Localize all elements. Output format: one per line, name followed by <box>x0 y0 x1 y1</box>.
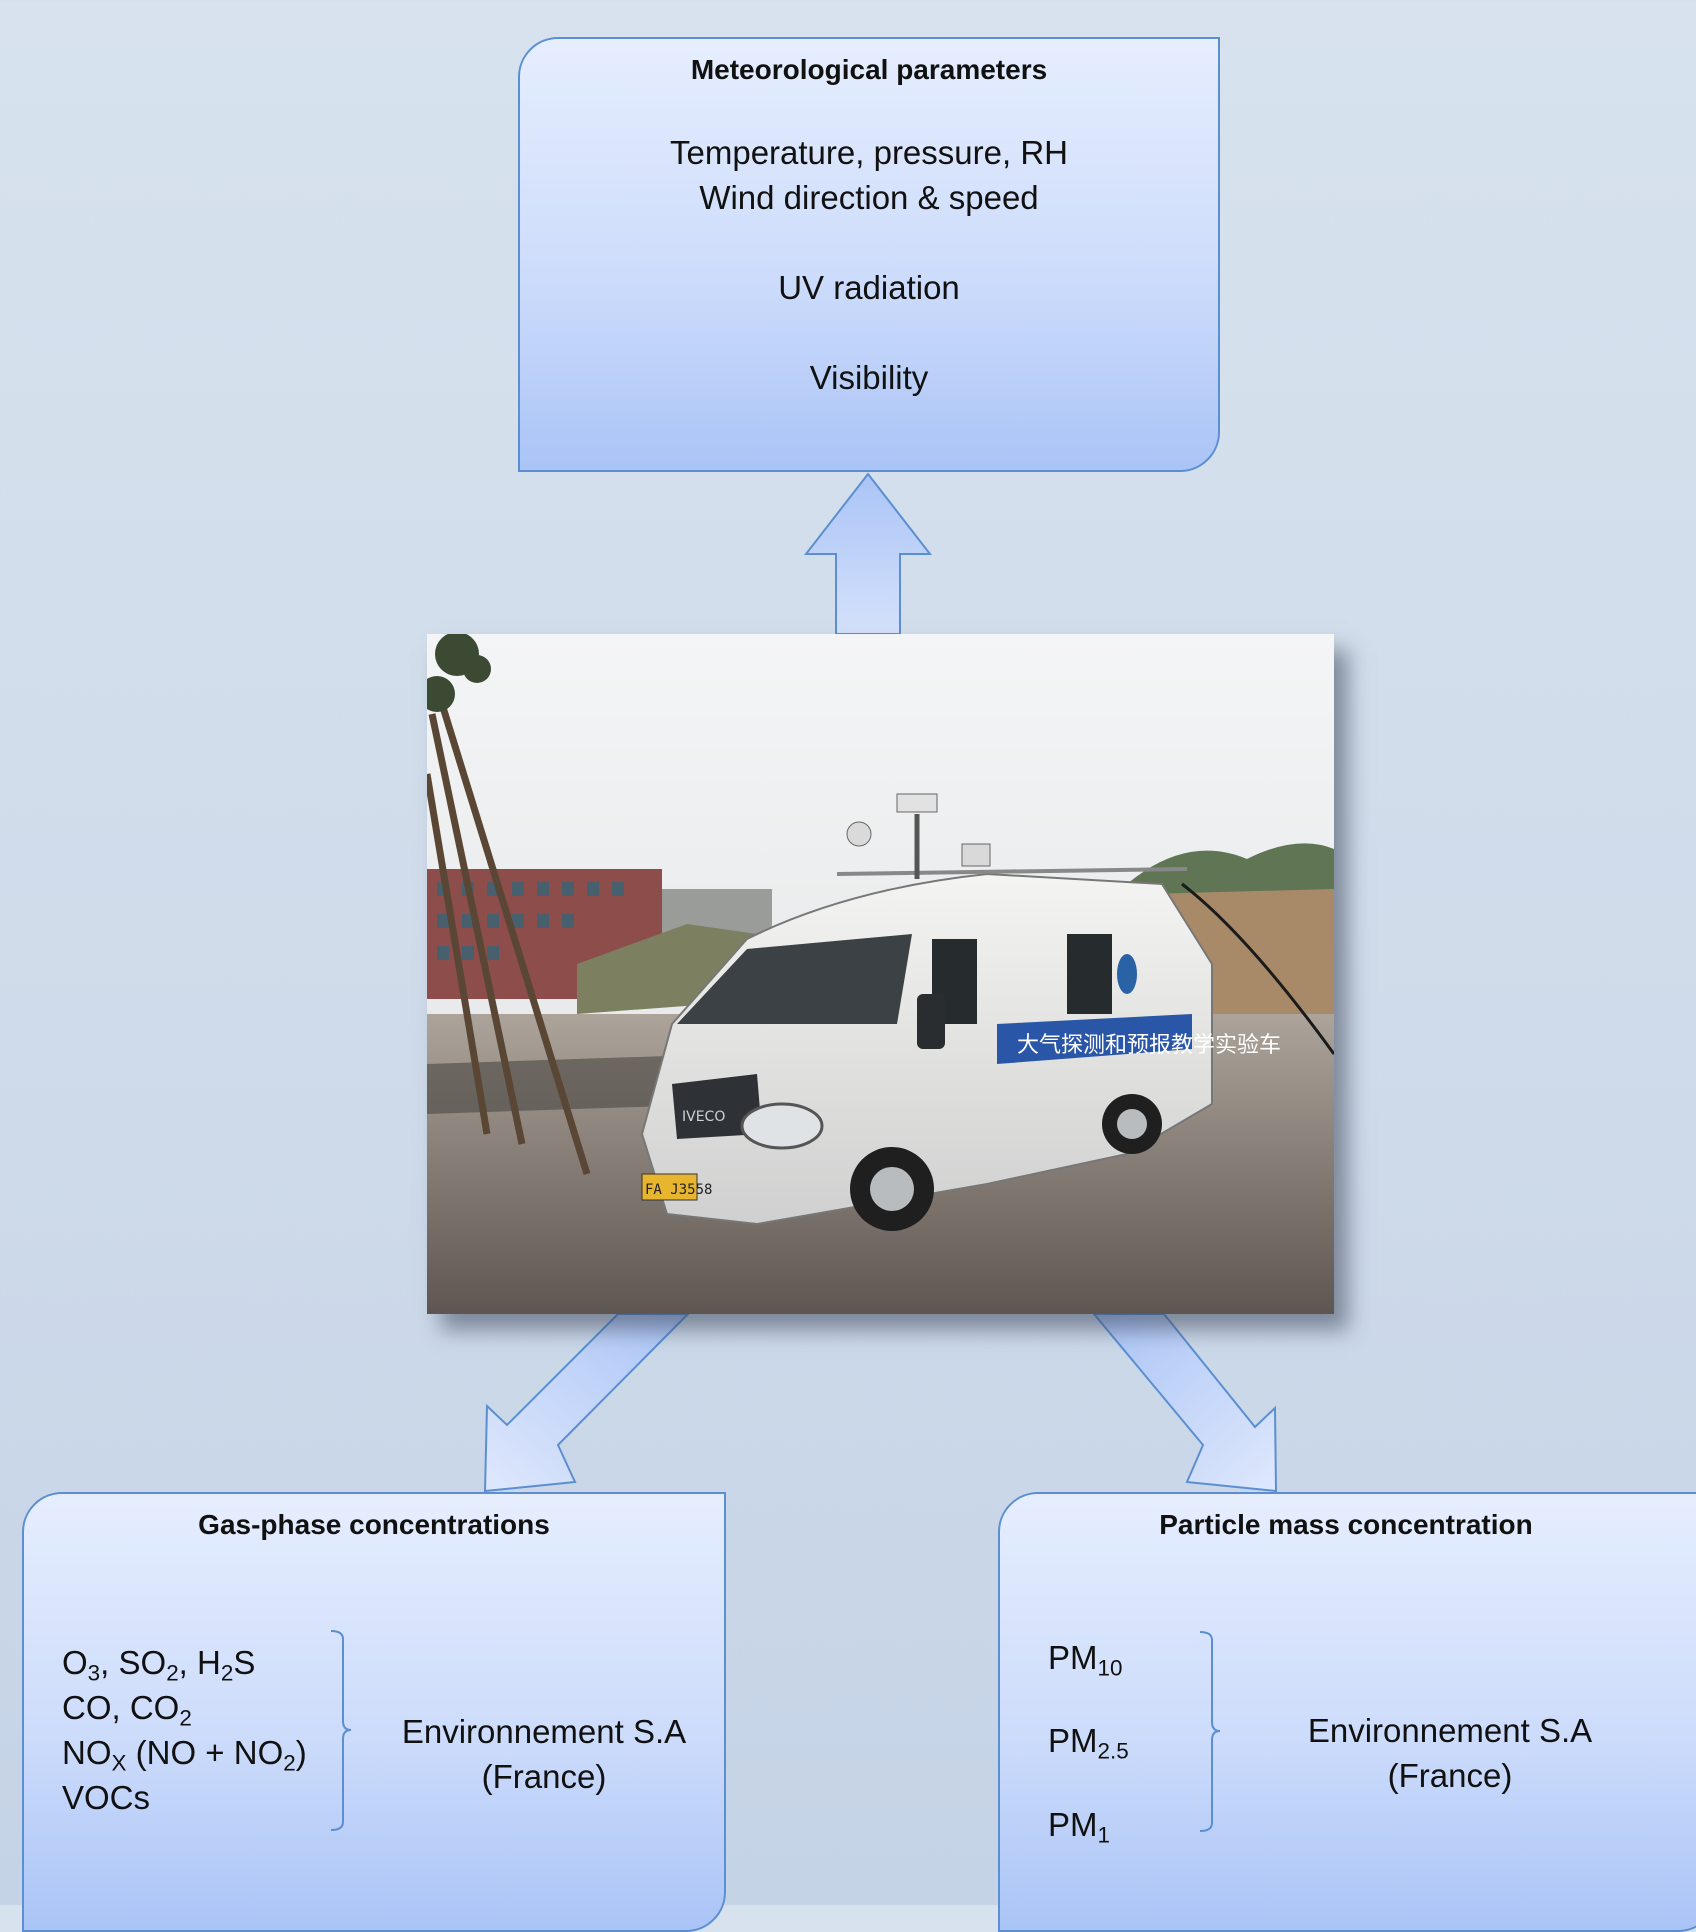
pm25-text: PM <box>1048 1722 1098 1759</box>
arrow-up-to-meteorological <box>803 472 933 635</box>
gas-nox-sub: X <box>111 1750 127 1776</box>
meteo-temperature-line: Temperature, pressure, RH <box>670 134 1068 171</box>
gas-h2s-label: , H <box>178 1644 221 1681</box>
gas-o3-sub: 3 <box>87 1660 101 1686</box>
pm1-text: PM <box>1048 1806 1098 1843</box>
gas-brace-icon <box>330 1630 352 1831</box>
van-brand-text: IVECO <box>682 1109 725 1125</box>
gas-nox-label: NO <box>62 1734 112 1771</box>
gas-source-line1: Environnement S.A <box>401 1713 687 1750</box>
pm1-sub: 1 <box>1097 1822 1110 1848</box>
pm10-text: PM <box>1048 1639 1098 1676</box>
pm25-sub: 2.5 <box>1097 1738 1129 1764</box>
meteorological-title: Meteorological parameters <box>690 54 1048 85</box>
van-banner-text: 大气探测和预报教学实验车 <box>1017 1033 1281 1058</box>
gas-h2s-suffix: S <box>233 1644 256 1681</box>
gas-co-label: CO, CO <box>62 1689 180 1726</box>
arrow-down-to-gas-phase <box>483 1313 691 1493</box>
gas-no-no2-label: (NO + NO <box>126 1734 284 1771</box>
meteo-uv-line: UV radiation <box>778 269 960 306</box>
pm10-sub: 10 <box>1097 1655 1123 1681</box>
gas-phase-title: Gas-phase concentrations <box>198 1509 550 1540</box>
particle-mass-concentration-box: Particle mass concentration PM10 PM2.5 P… <box>998 1492 1696 1932</box>
gas-line-co-co2: CO, CO2 <box>62 1689 192 1731</box>
pm-brace-icon <box>1199 1631 1221 1832</box>
gas-line-vocs: VOCs <box>62 1779 151 1816</box>
gas-source-line2: (France) <box>481 1758 607 1795</box>
pm-source-line1: Environnement S.A <box>1307 1712 1593 1749</box>
arrow-down-to-particle-mass <box>1091 1313 1278 1493</box>
pm1-label: PM1 <box>1048 1806 1110 1848</box>
gas-co2-sub: 2 <box>179 1705 192 1731</box>
gas-o3-label: O <box>62 1644 88 1681</box>
gas-h2s-sub: 2 <box>220 1660 234 1686</box>
gas-no2-sub: 2 <box>283 1750 296 1776</box>
pm-source-line2: (France) <box>1387 1757 1513 1794</box>
gas-so2-sub: 2 <box>166 1660 179 1686</box>
gas-so2-label: , SO <box>100 1644 167 1681</box>
pm25-label: PM2.5 <box>1048 1722 1129 1764</box>
monitoring-van-photo: 大气探测和预报教学实验车 IVECO FA J3558 <box>427 634 1334 1314</box>
van-shape: 大气探测和预报教学实验车 IVECO FA J3558 <box>640 793 1334 1231</box>
meteorological-parameters-box: Meteorological parameters Temperature, p… <box>518 37 1220 472</box>
gas-line-o3-so2-h2s: O3, SO2, H2S <box>62 1644 256 1686</box>
gas-source: Environnement S.A (France) <box>394 1709 694 1799</box>
meteo-wind-line: Wind direction & speed <box>699 179 1039 216</box>
particle-mass-title: Particle mass concentration <box>1159 1509 1533 1540</box>
pm-source: Environnement S.A (France) <box>1290 1708 1610 1798</box>
gas-nox-close: ) <box>295 1734 307 1771</box>
gas-line-nox: NOX (NO + NO2) <box>62 1734 307 1776</box>
van-plate-text: FA J3558 <box>645 1182 712 1198</box>
gas-phase-concentrations-box: Gas-phase concentrations O3, SO2, H2S CO… <box>22 1492 726 1932</box>
van-illustration: 大气探测和预报教学实验车 IVECO FA J3558 <box>427 634 1334 1314</box>
pm10-label: PM10 <box>1048 1639 1123 1681</box>
meteo-visibility-line: Visibility <box>809 359 929 396</box>
